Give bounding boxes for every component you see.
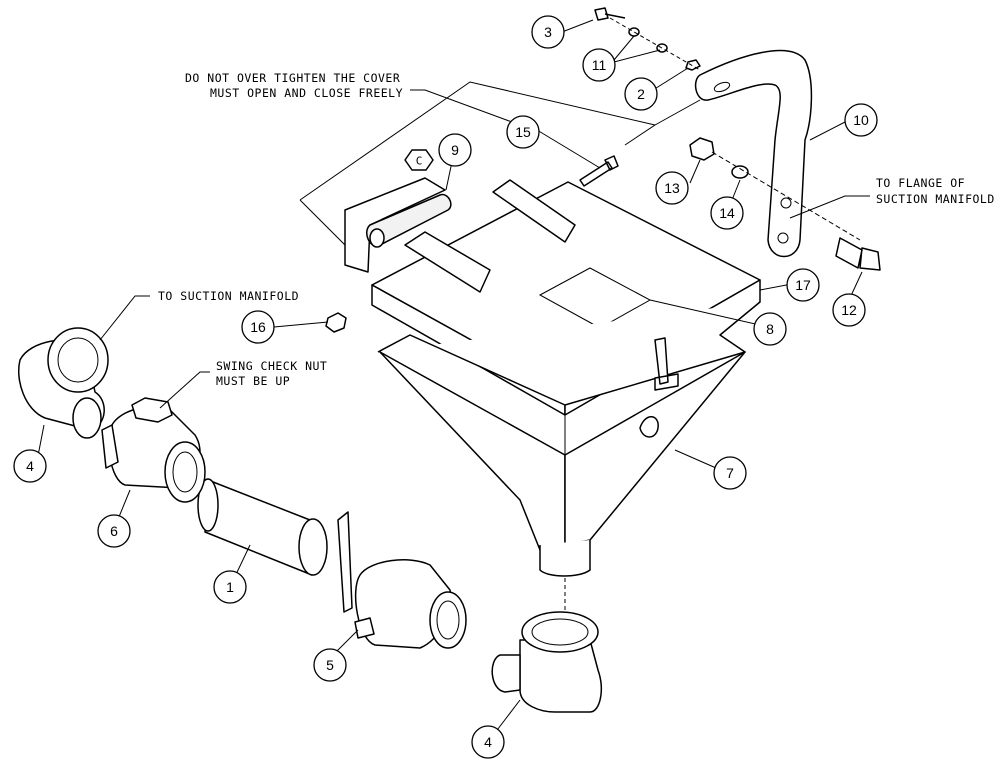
- svg-text:4: 4: [484, 734, 492, 750]
- callout-7: 7: [713, 456, 747, 490]
- washer-14: [731, 165, 749, 179]
- svg-text:9: 9: [451, 142, 459, 158]
- lower-elbow-side-port: [491, 654, 521, 693]
- hinge-barrel-end: [369, 228, 385, 248]
- callout-8: 8: [753, 312, 787, 346]
- flange-note-leader: [789, 195, 870, 219]
- svg-text:13: 13: [664, 180, 680, 196]
- callout-13: 13: [655, 171, 689, 205]
- suction-note-leader: [99, 295, 150, 341]
- svg-text:15: 15: [515, 124, 531, 140]
- svg-text:2: 2: [637, 86, 645, 102]
- callout-5: 5: [313, 648, 347, 682]
- callout-11: 11: [582, 48, 616, 82]
- svg-text:12: 12: [841, 302, 857, 318]
- callout-14: 14: [710, 196, 744, 230]
- svg-text:1: 1: [226, 579, 234, 595]
- svg-text:17: 17: [795, 277, 811, 293]
- upper-elbow-outlet: [72, 397, 102, 439]
- bolt-3: [594, 7, 626, 21]
- svg-text:14: 14: [719, 205, 735, 221]
- bracket-hole-upper: [780, 197, 792, 209]
- svg-text:8: 8: [766, 321, 774, 337]
- swing-note-line2: MUST BE UP: [216, 374, 290, 388]
- washer-11a: [628, 27, 640, 37]
- swing-note-line1: SWING CHECK NUT: [216, 359, 327, 373]
- suction-note: TO SUCTION MANIFOLD: [158, 289, 299, 303]
- callout-12: 12: [832, 293, 866, 327]
- check-valve-cap: [131, 397, 173, 423]
- bolt-15: [579, 155, 619, 187]
- svg-text:16: 16: [250, 319, 266, 335]
- cover-rib-left: [404, 231, 491, 293]
- check-valve-port-inner: [172, 451, 198, 493]
- ball-valve-port: [429, 591, 467, 649]
- bracket: [694, 49, 813, 258]
- callout-9: 9: [438, 133, 472, 167]
- callout-1: 1: [213, 570, 247, 604]
- check-valve-port: [164, 441, 206, 503]
- bracket-hole-lower: [777, 232, 789, 244]
- bolt-12: [835, 237, 881, 271]
- hex-c-label: C: [416, 155, 423, 168]
- callout-10: 10: [844, 103, 878, 137]
- cover-note-line1: DO NOT OVER TIGHTEN THE COVER: [185, 71, 400, 85]
- lower-elbow: [519, 639, 602, 713]
- check-valve-flange: [101, 424, 119, 469]
- cover-note-line2: MUST OPEN AND CLOSE FREELY: [210, 86, 403, 100]
- callout-15: 15: [506, 115, 540, 149]
- flange-note-line1: TO FLANGE OF: [876, 176, 965, 190]
- swing-note-leader: [159, 371, 210, 409]
- callout-4-lower: 4: [471, 725, 505, 759]
- lower-elbow-socket: [521, 611, 599, 653]
- svg-text:5: 5: [326, 657, 334, 673]
- nut-13: [689, 137, 715, 161]
- svg-text:3: 3: [544, 24, 552, 40]
- ball-valve-handle: [337, 511, 353, 613]
- pipe-nipple: [204, 479, 313, 576]
- upper-elbow-socket-inner: [57, 337, 99, 383]
- hex-c-symbol: [404, 149, 434, 171]
- latch-keeper: [639, 416, 659, 438]
- cover-rib-right: [492, 179, 576, 243]
- svg-text:4: 4: [26, 458, 34, 474]
- nut-16: [325, 312, 347, 333]
- ball-valve-port-inner: [436, 600, 460, 640]
- bracket-slot: [713, 81, 731, 93]
- latch: [654, 337, 679, 391]
- svg-text:11: 11: [592, 57, 607, 73]
- hinge-barrel: [366, 193, 452, 247]
- hardware-axis: [609, 17, 701, 71]
- svg-text:6: 6: [110, 523, 118, 539]
- svg-text:7: 7: [726, 465, 734, 481]
- callout-2: 2: [624, 77, 658, 111]
- explode-outline: [299, 81, 657, 246]
- svg-text:10: 10: [853, 112, 869, 128]
- callout-17: 17: [786, 268, 820, 302]
- callout-6: 6: [97, 514, 131, 548]
- callout-3: 3: [531, 15, 565, 49]
- ball-valve-stem: [354, 617, 375, 639]
- hopper-outlet: [539, 540, 591, 577]
- upper-elbow-socket: [47, 327, 109, 393]
- pipe-nipple-end-right: [298, 518, 328, 576]
- callout-16: 16: [241, 310, 275, 344]
- cover-note-leader: [410, 89, 521, 126]
- bracket-axis: [711, 151, 861, 241]
- callout-4-upper: 4: [13, 449, 47, 483]
- pipe-nipple-end-left: [197, 478, 219, 532]
- explode-outline-right: [654, 99, 701, 126]
- flange-note-line2: SUCTION MANIFOLD: [876, 192, 995, 206]
- lower-elbow-socket-inner: [531, 618, 589, 646]
